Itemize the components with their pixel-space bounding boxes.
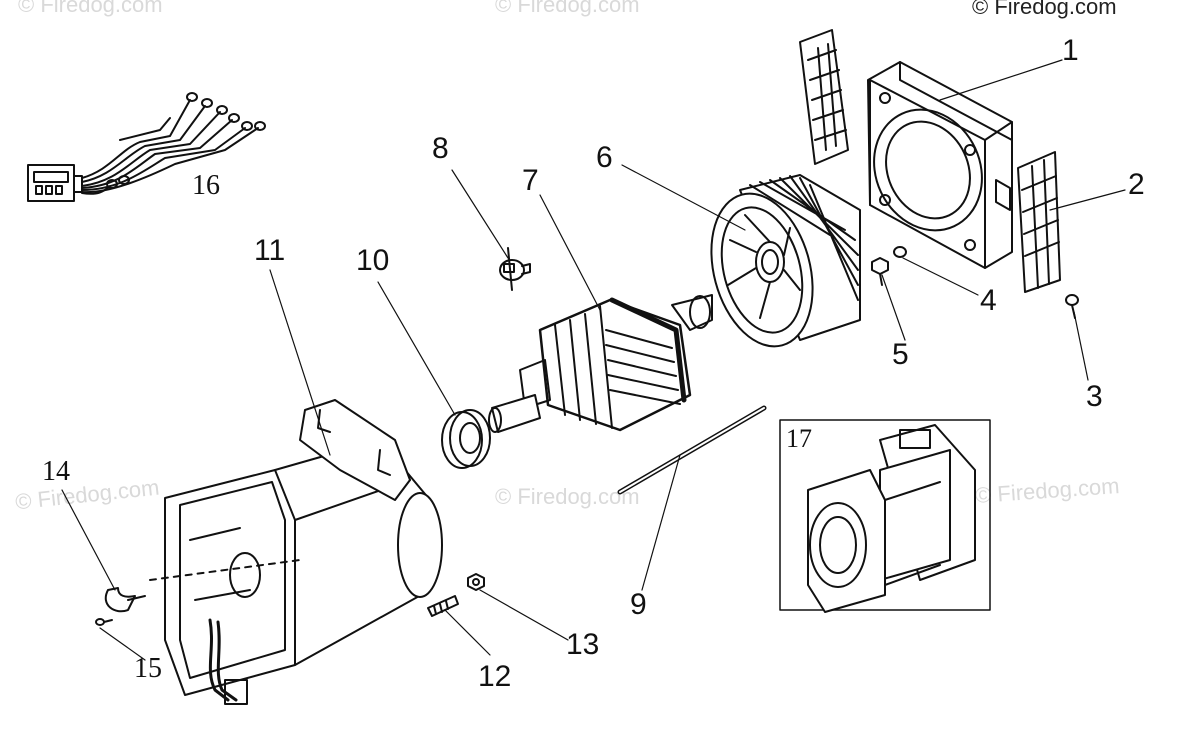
stud-part-12 <box>427 595 459 617</box>
callout-10: 10 <box>356 244 390 277</box>
bolt-part-5 <box>871 257 889 286</box>
screw-part-15 <box>95 618 113 626</box>
cooling-fan-part <box>710 174 861 348</box>
leader-13 <box>479 589 569 641</box>
leader-1 <box>939 59 1063 101</box>
callout-13: 13 <box>566 628 600 661</box>
callout-7: 7 <box>522 164 539 197</box>
assembled-generator-part <box>807 424 976 613</box>
terminal-plate-upper <box>799 29 849 165</box>
rotor-part <box>488 294 713 433</box>
screw-part-3 <box>1065 294 1079 319</box>
callout-6: 6 <box>596 141 613 174</box>
washer-part-4 <box>893 246 907 258</box>
leader-14 <box>61 489 116 591</box>
callout-12: 12 <box>478 660 512 693</box>
callout-4: 4 <box>980 284 997 317</box>
leader-12 <box>444 609 491 656</box>
end-frame-part <box>867 61 1013 269</box>
inset-box <box>779 419 991 611</box>
wire-harness-part <box>27 92 266 202</box>
leader-15 <box>99 627 146 661</box>
inset-label-17: 17 <box>786 424 812 453</box>
leader-4 <box>902 257 979 296</box>
callout-11: 11 <box>254 234 286 267</box>
leader-9 <box>641 454 681 591</box>
leader-6 <box>621 164 746 231</box>
callout-8: 8 <box>432 132 449 165</box>
watermark-mid-center: © Firedog.com <box>495 484 640 509</box>
watermark-top-center: © Firedog.com <box>495 0 640 17</box>
leader-11 <box>269 269 331 456</box>
clip-part-8 <box>499 247 531 291</box>
callout-14: 14 <box>42 456 70 487</box>
callout-16: 16 <box>192 170 220 201</box>
clamp-part-14 <box>104 587 146 613</box>
callout-5: 5 <box>892 338 909 371</box>
nut-part-13 <box>467 573 485 591</box>
callout-15: 15 <box>134 653 162 684</box>
leader-3 <box>1073 311 1089 381</box>
through-bolt-part <box>617 405 767 495</box>
callout-3: 3 <box>1086 380 1103 413</box>
leader-2 <box>1049 189 1126 211</box>
leader-7 <box>539 194 601 311</box>
callout-1: 1 <box>1062 34 1079 67</box>
leader-5 <box>881 274 906 341</box>
callout-2: 2 <box>1128 168 1145 201</box>
leader-10 <box>377 281 456 416</box>
leader-lines <box>61 59 1126 661</box>
callout-9: 9 <box>630 588 647 621</box>
watermark-top-left: © Firedog.com <box>18 0 163 17</box>
stator-housing-part <box>149 399 443 705</box>
watermark-top-right: © Firedog.com <box>972 0 1117 19</box>
bearing-part <box>441 409 491 469</box>
terminal-plate-part <box>1017 151 1061 293</box>
leader-8 <box>451 169 509 259</box>
